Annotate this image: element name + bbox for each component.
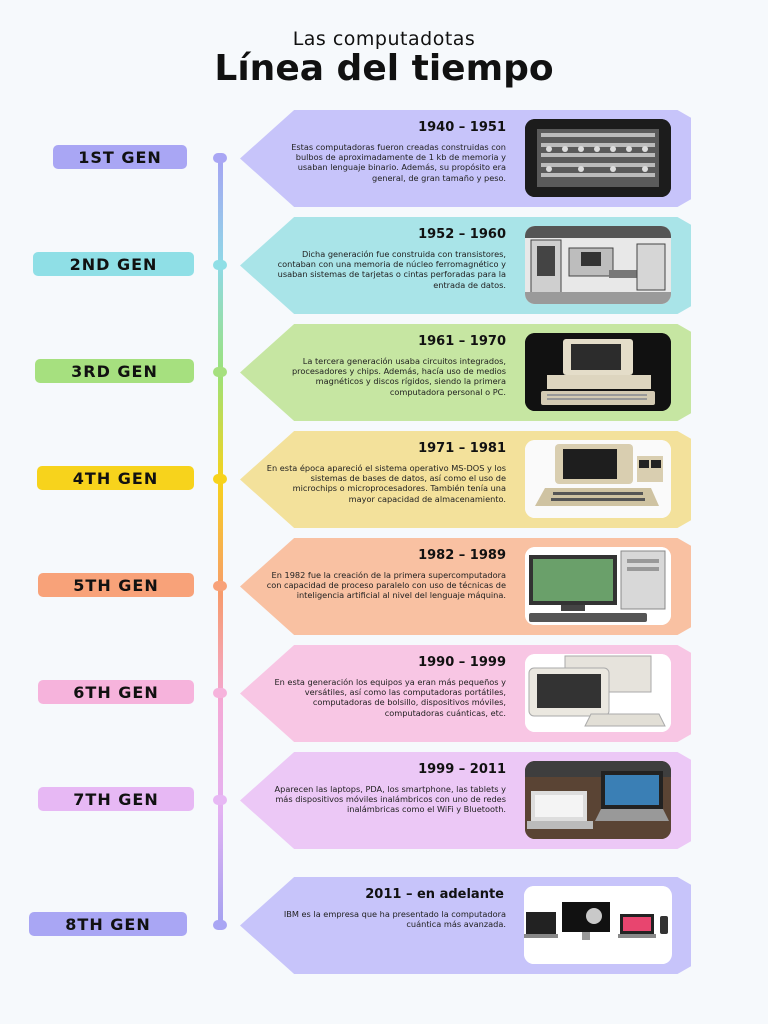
generation-card: 1971 – 1981 En esta época apareció el si…: [240, 431, 691, 528]
timeline-dot: [213, 581, 227, 591]
generation-description: En 1982 fue la creación de la primera su…: [266, 570, 506, 601]
generation-card: 1990 – 1999 En esta generación los equip…: [240, 645, 691, 742]
desktop-tower-computer-icon: [525, 547, 671, 625]
generation-badge: 5TH GEN: [38, 573, 194, 597]
crt-desktop-computer-icon: [525, 654, 671, 732]
timeline-line: [218, 158, 223, 926]
page-title: Línea del tiempo: [214, 48, 554, 89]
transistor-computer-room-icon: [525, 226, 671, 304]
generation-badge: 1ST GEN: [53, 145, 187, 169]
page-subtitle: Las computadotas: [292, 28, 476, 50]
generation-card: 1982 – 1989 En 1982 fue la creación de l…: [240, 538, 691, 635]
generation-years: 1961 – 1970: [418, 334, 506, 349]
timeline-dot: [213, 367, 227, 377]
generation-card: 1999 – 2011 Aparecen las laptops, PDA, l…: [240, 752, 691, 849]
generation-years: 1952 – 1960: [418, 227, 506, 242]
vacuum-tube-computer-icon: [525, 119, 671, 197]
generation-years: 1982 – 1989: [418, 548, 506, 563]
generation-badge: 7TH GEN: [38, 787, 194, 811]
timeline-dot: [213, 474, 227, 484]
generation-card: 2011 – en adelante IBM es la empresa que…: [240, 877, 691, 974]
generation-years: 2011 – en adelante: [365, 887, 504, 902]
generation-description: En esta época apareció el sistema operat…: [266, 463, 506, 504]
generation-badge: 6TH GEN: [38, 680, 194, 704]
timeline-dot: [213, 153, 227, 163]
generation-badge: 3RD GEN: [35, 359, 194, 383]
generation-years: 1971 – 1981: [418, 441, 506, 456]
generation-years: 1940 – 1951: [418, 120, 506, 135]
generation-badge: 8TH GEN: [29, 912, 187, 936]
generation-years: 1999 – 2011: [418, 762, 506, 777]
personal-computer-icon: [525, 333, 671, 411]
generation-card: 1961 – 1970 La tercera generación usaba …: [240, 324, 691, 421]
generation-description: Estas computadoras fueron creadas constr…: [291, 142, 506, 183]
generation-description: IBM es la empresa que ha presentado la c…: [283, 909, 506, 930]
generation-badge: 4TH GEN: [37, 466, 194, 490]
apple-ii-computer-icon: [525, 440, 671, 518]
timeline-dot: [213, 795, 227, 805]
generation-years: 1990 – 1999: [418, 655, 506, 670]
generation-description: Dicha generación fue construida con tran…: [277, 249, 506, 290]
generation-card: 1952 – 1960 Dicha generación fue constru…: [240, 217, 691, 314]
generation-card: 1940 – 1951 Estas computadoras fueron cr…: [240, 110, 691, 207]
generation-description: Aparecen las laptops, PDA, los smartphon…: [274, 784, 506, 815]
timeline-dot: [213, 688, 227, 698]
generation-description: La tercera generación usaba circuitos in…: [291, 356, 506, 397]
timeline-dot: [213, 260, 227, 270]
laptops-icon: [525, 761, 671, 839]
timeline-dot: [213, 920, 227, 930]
modern-devices-icon: [524, 886, 672, 964]
generation-description: En esta generación los equipos ya eran m…: [274, 677, 506, 718]
generation-badge: 2ND GEN: [33, 252, 194, 276]
